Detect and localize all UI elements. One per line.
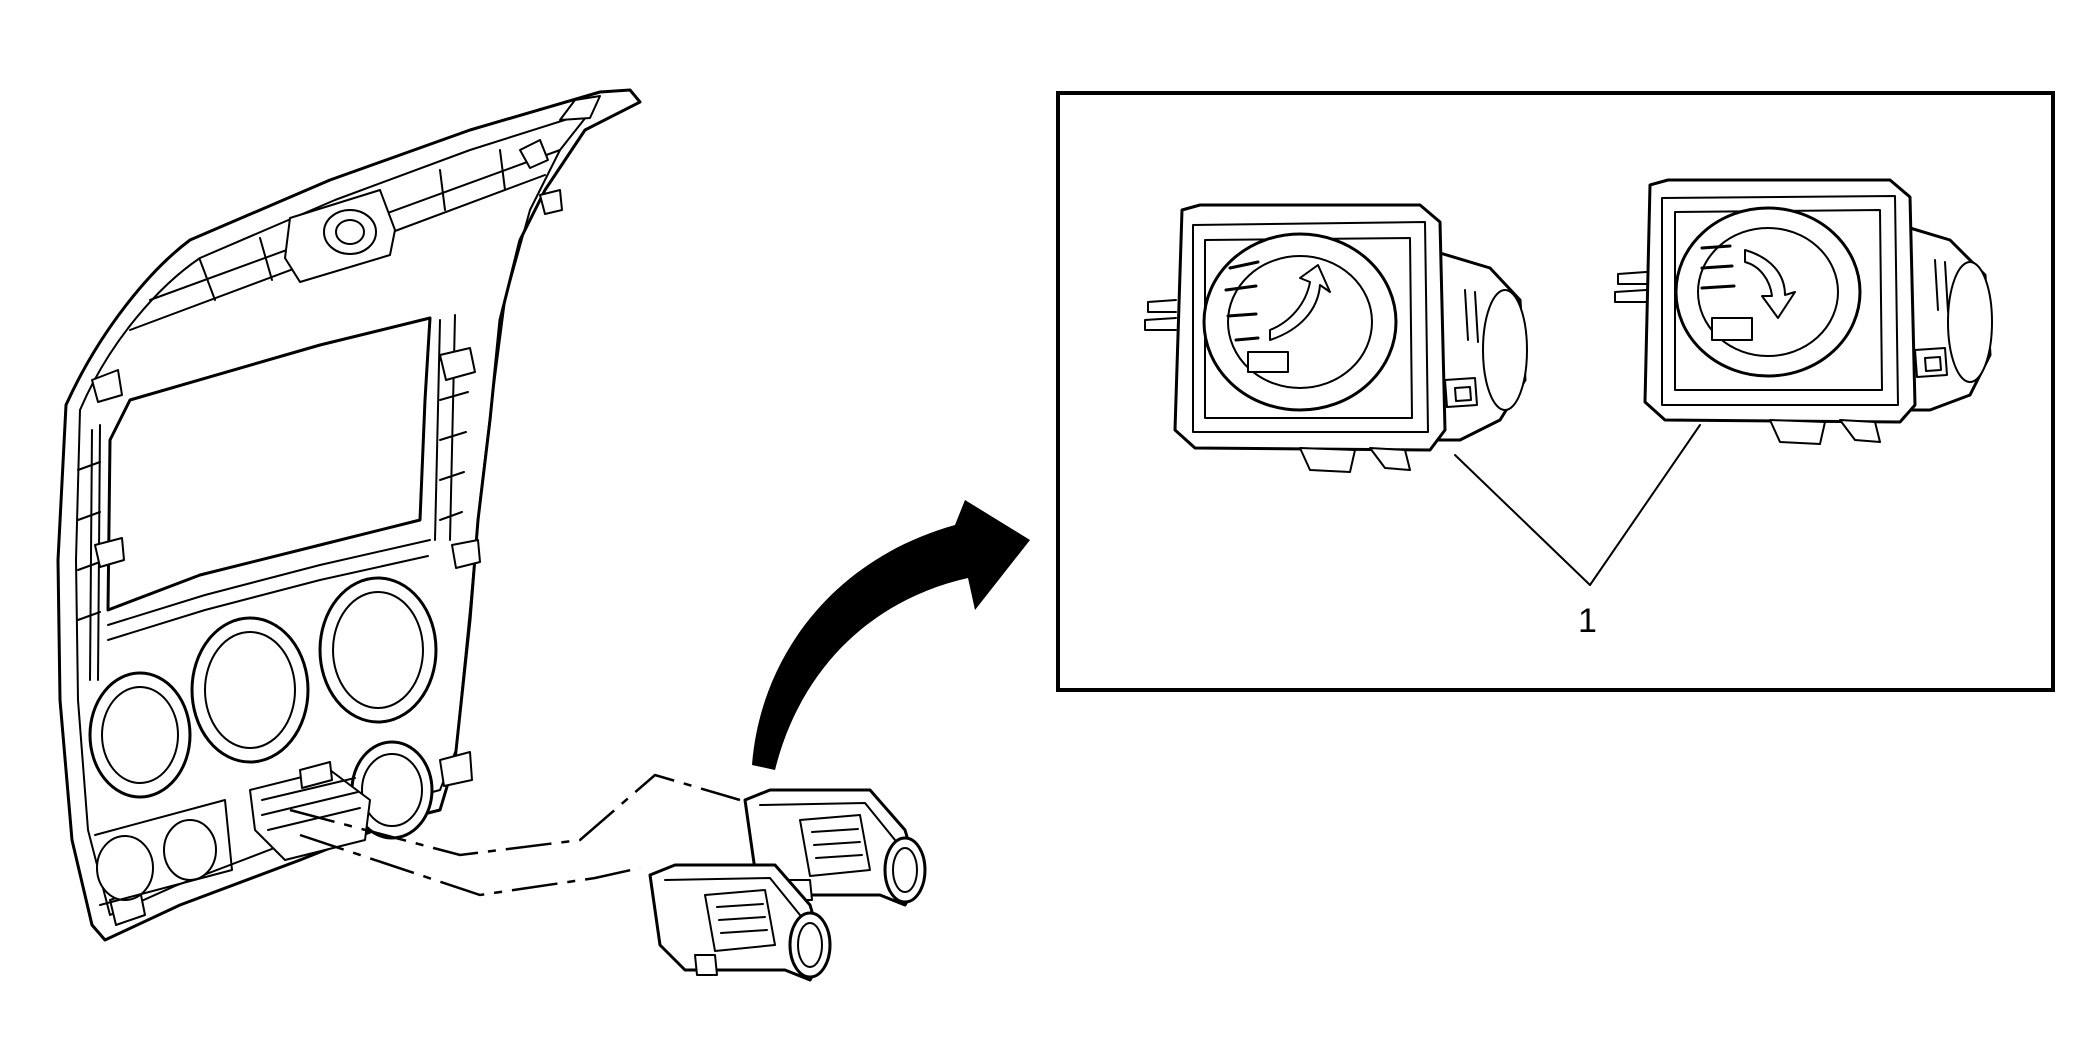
callout-1: 1 [1578,602,1597,640]
callout-label-1: 1 [1578,602,1597,640]
leader-dashed-lines [289,773,741,897]
detail-switch-a [1144,203,1591,586]
removed-switch-upper [743,788,927,907]
removed-switch-lower [648,863,832,982]
instrument-panel-bezel [56,88,642,942]
curved-arrow-icon [752,500,1030,770]
detail-switch-b [1589,178,1993,586]
